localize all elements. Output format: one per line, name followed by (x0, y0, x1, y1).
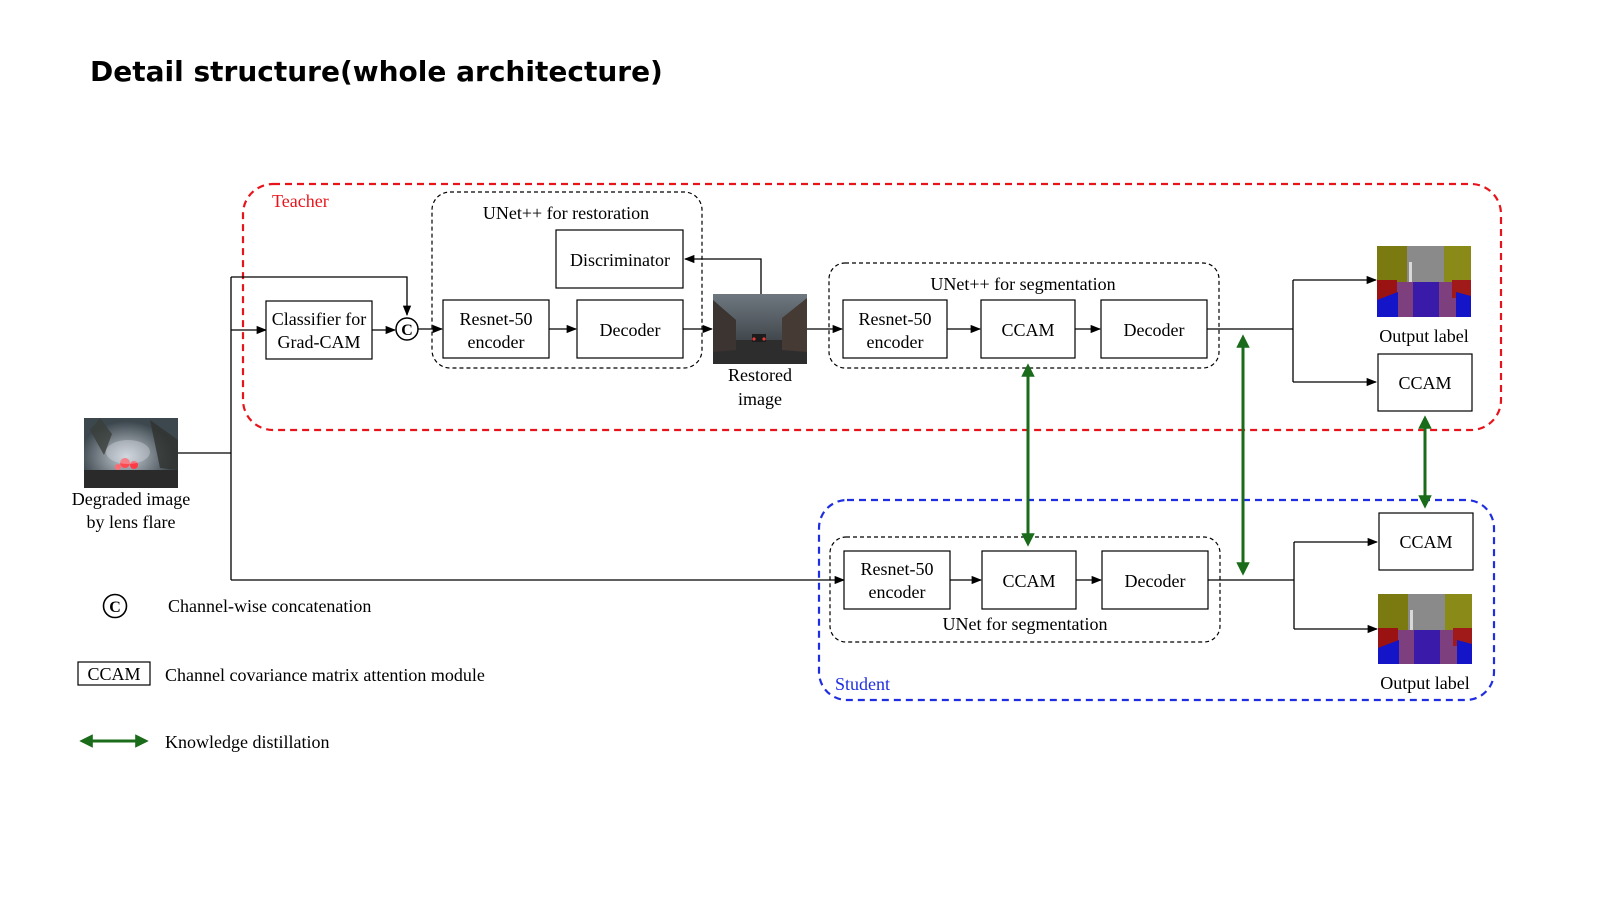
legend-concat-text: Channel-wise concatenation (168, 596, 371, 616)
concat-symbol: C (395, 317, 419, 341)
teacher-label: Teacher (272, 191, 329, 211)
teacher-output-ccam-label: CCAM (1398, 373, 1451, 393)
restore-decoder-box (576, 299, 684, 359)
input-image-caption-line2: by lens flare (87, 512, 176, 532)
legend-ccam-box-label: CCAM (87, 664, 140, 684)
student-seg-decoder-box (1101, 550, 1209, 610)
teacher-seg-decoder-box (1100, 299, 1208, 359)
student-output-label-caption: Output label (1380, 673, 1469, 693)
restored-image-caption-line1: Restored (728, 365, 792, 385)
legend-ccam-text: Channel covariance matrix attention modu… (165, 665, 485, 685)
restored-image (713, 294, 807, 364)
teacher-seg-decoder-label: Decoder (1124, 320, 1185, 340)
teacher-frame (241, 182, 1503, 432)
student-seg-ccam-box (981, 550, 1077, 610)
teacher-output-label-caption: Output label (1379, 326, 1468, 346)
student-seg-group-label: UNet for segmentation (943, 614, 1108, 634)
teacher-seg-group-label: UNet++ for segmentation (930, 274, 1115, 294)
student-seg-ccam-label: CCAM (1002, 571, 1055, 591)
teacher-seg-encoder-label-line2: encoder (867, 332, 924, 352)
svg-text:C: C (109, 599, 121, 616)
classifier-label-line1: Classifier for (272, 309, 366, 329)
page-title: Detail structure(whole architecture) (90, 55, 663, 88)
input-image-caption-line1: Degraded image (72, 489, 190, 509)
legend-kd-text: Knowledge distillation (165, 732, 329, 752)
legend-ccam-box (77, 661, 151, 686)
student-output-label-image (1378, 594, 1472, 664)
restoration-group-label: UNet++ for restoration (483, 203, 649, 223)
legend-concat-symbol: C (102, 593, 128, 619)
svg-text:C: C (401, 322, 413, 339)
classifier-label-line2: Grad-CAM (278, 332, 361, 352)
restoration-group-frame (431, 191, 703, 369)
teacher-output-label-image (1377, 246, 1471, 317)
student-seg-encoder-label-line1: Resnet-50 (861, 559, 934, 579)
student-output-ccam-label: CCAM (1399, 532, 1452, 552)
input-to-concat-arrow (231, 276, 412, 317)
degraded-input-image (84, 418, 178, 488)
teacher-seg-encoder-box (842, 299, 948, 359)
restored-to-discriminator-arrow (683, 254, 762, 294)
student-label: Student (835, 674, 890, 694)
teacher-output-ccam-box (1377, 353, 1473, 412)
student-frame (817, 498, 1496, 702)
discriminator-box (555, 229, 684, 289)
student-seg-encoder-label-line2: encoder (869, 582, 926, 602)
restore-encoder-label-line2: encoder (468, 332, 525, 352)
restore-encoder-label-line1: Resnet-50 (460, 309, 533, 329)
restore-encoder-box (442, 299, 550, 359)
teacher-seg-encoder-label-line1: Resnet-50 (859, 309, 932, 329)
student-seg-decoder-label: Decoder (1125, 571, 1186, 591)
restored-image-caption-line2: image (738, 389, 782, 409)
student-seg-encoder-box (843, 550, 951, 610)
teacher-seg-ccam-label: CCAM (1001, 320, 1054, 340)
restore-decoder-label: Decoder (600, 320, 661, 340)
student-output-ccam-box (1378, 512, 1474, 571)
discriminator-label: Discriminator (570, 250, 670, 270)
teacher-seg-ccam-box (980, 299, 1076, 359)
